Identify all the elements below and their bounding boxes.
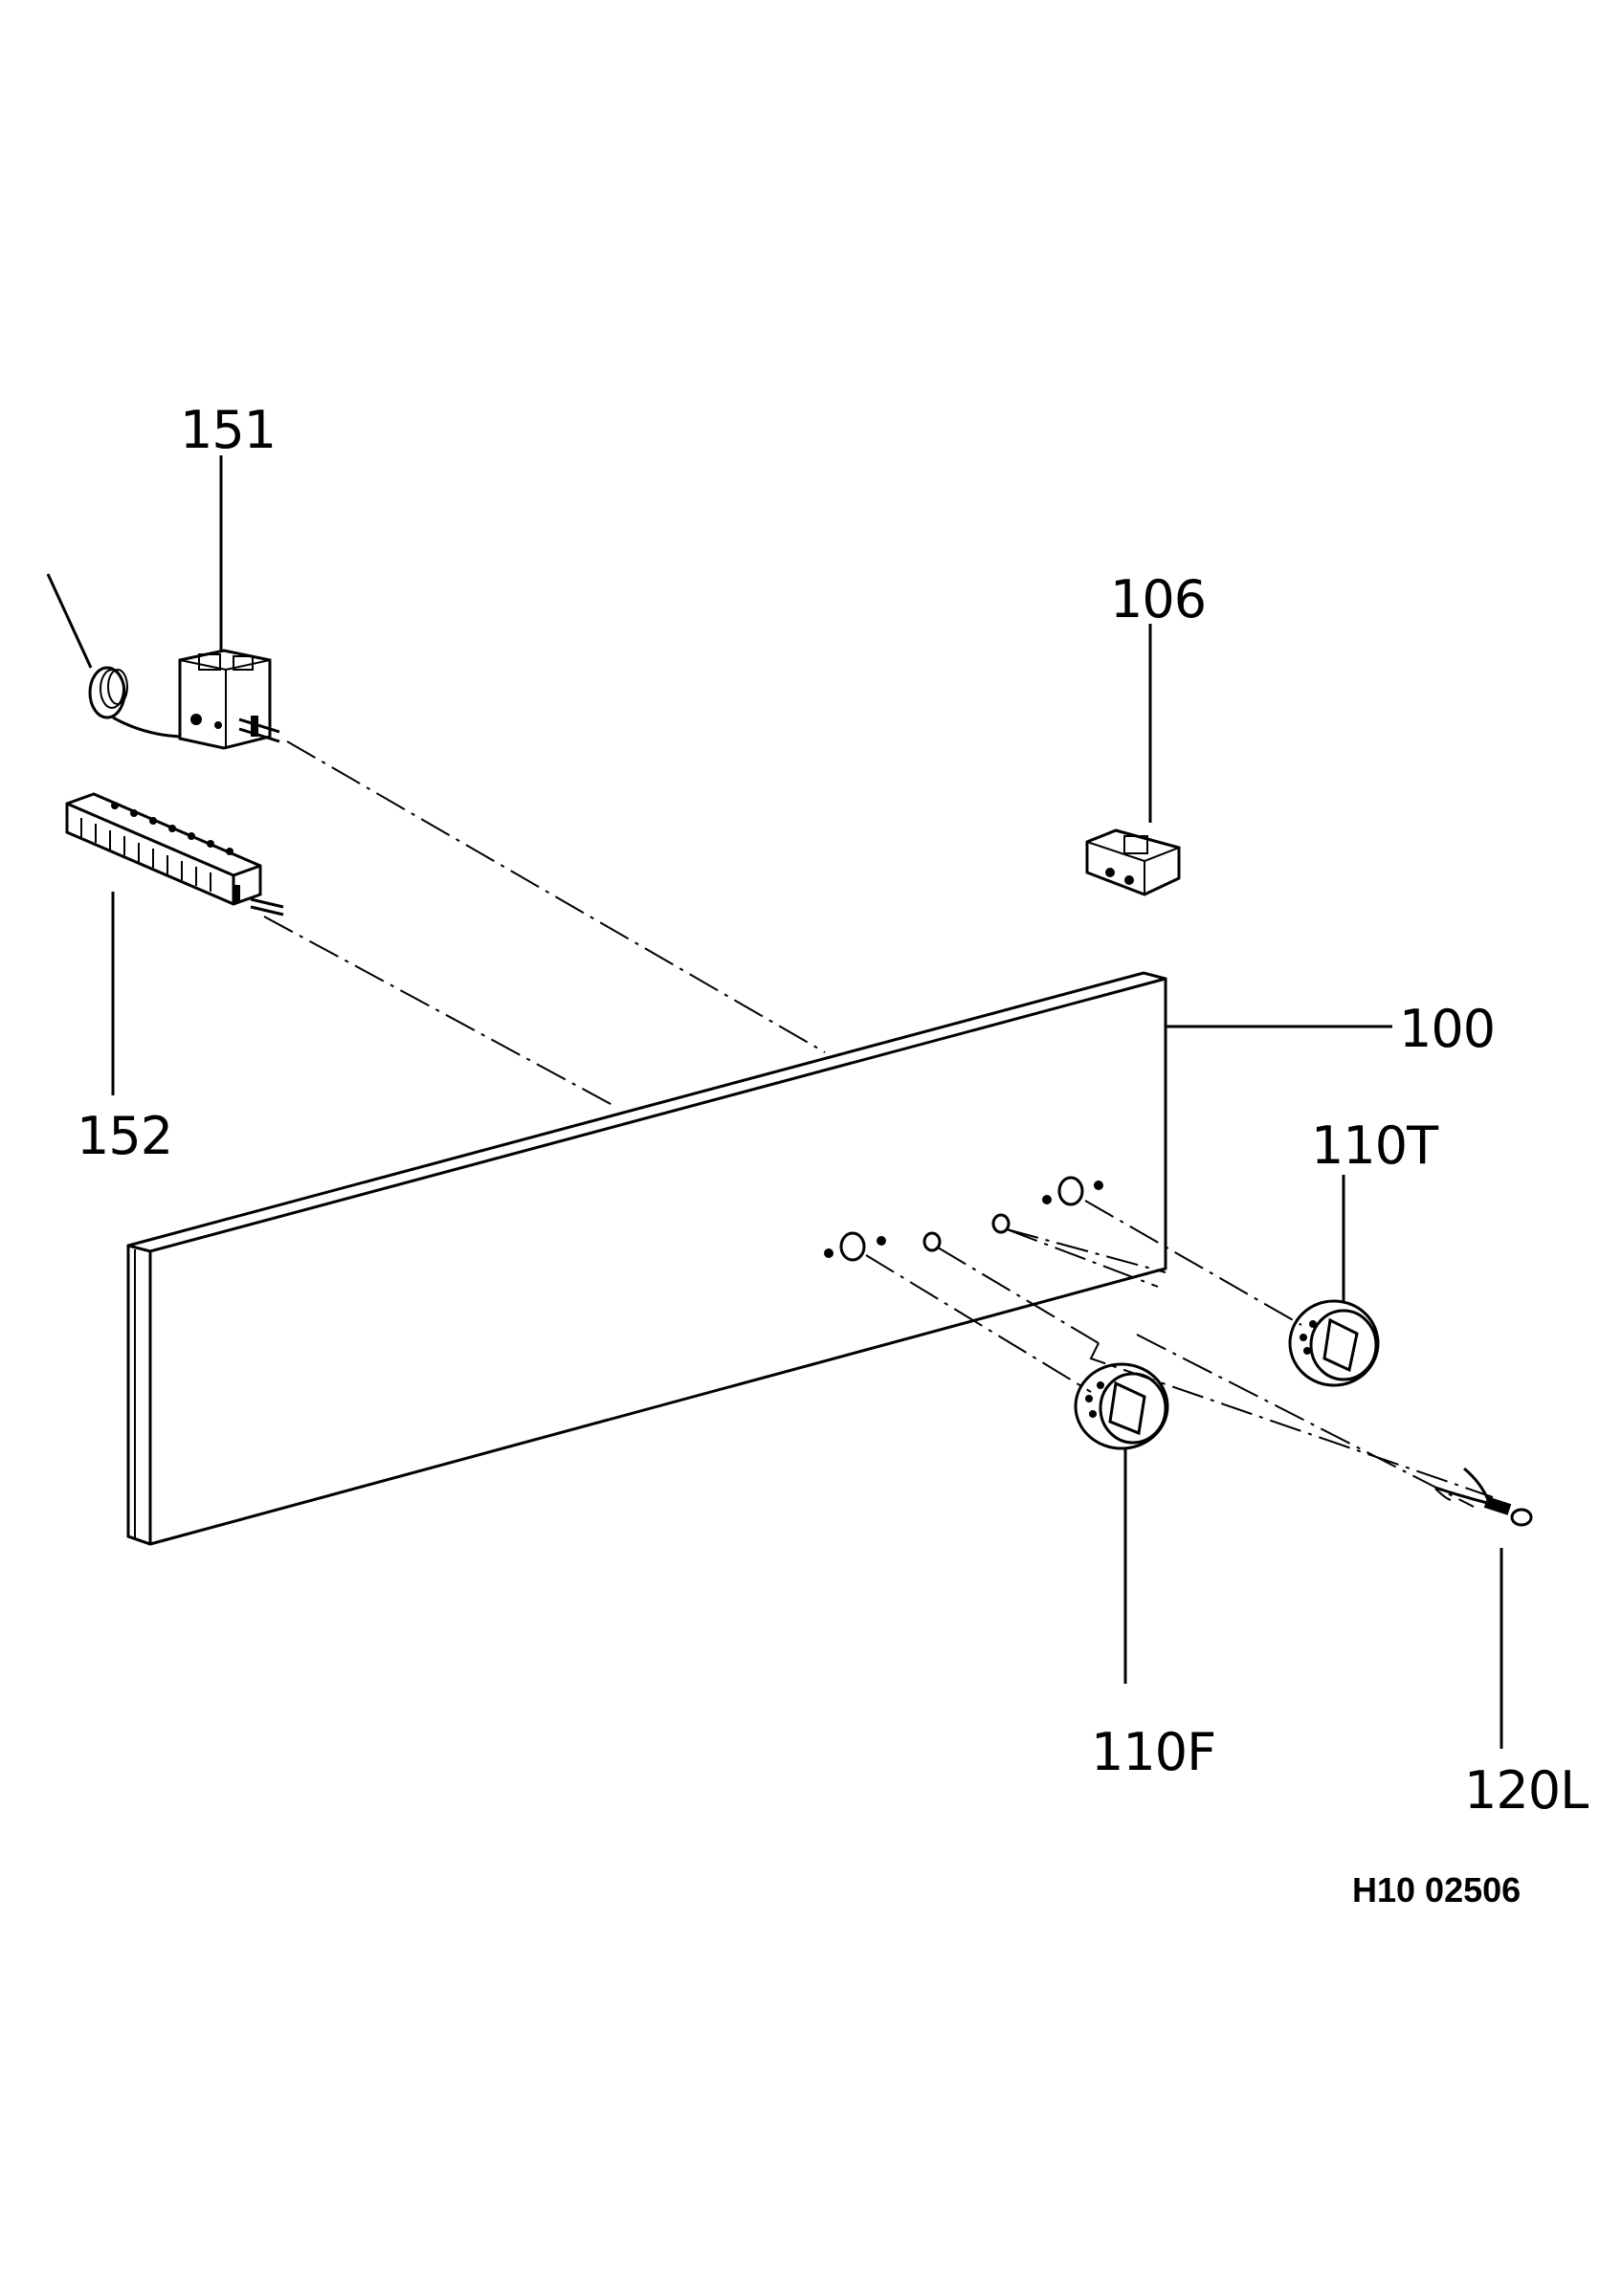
assembly-lines — [263, 740, 1494, 1508]
clip-part-106 — [1085, 828, 1181, 896]
drawing-reference: H10 02506 — [1352, 1870, 1521, 1910]
callout-151: 151 — [180, 400, 276, 460]
callout-120L: 120L — [1464, 1760, 1589, 1821]
leader-lines — [111, 455, 1503, 1749]
indicator-lamp-120L — [1434, 1467, 1533, 1527]
knob-110F — [1074, 1362, 1169, 1450]
panel-holes — [824, 1176, 1103, 1262]
callout-106: 106 — [1110, 569, 1206, 629]
selector-switch-part-152 — [65, 792, 284, 916]
knob-110T — [1288, 1299, 1380, 1387]
callout-110F: 110F — [1091, 1722, 1215, 1782]
thermostat-part-151 — [46, 573, 280, 750]
callout-110T: 110T — [1311, 1115, 1439, 1176]
control-panel — [126, 971, 1167, 1546]
callout-100: 100 — [1399, 999, 1495, 1059]
callout-152: 152 — [77, 1106, 172, 1166]
